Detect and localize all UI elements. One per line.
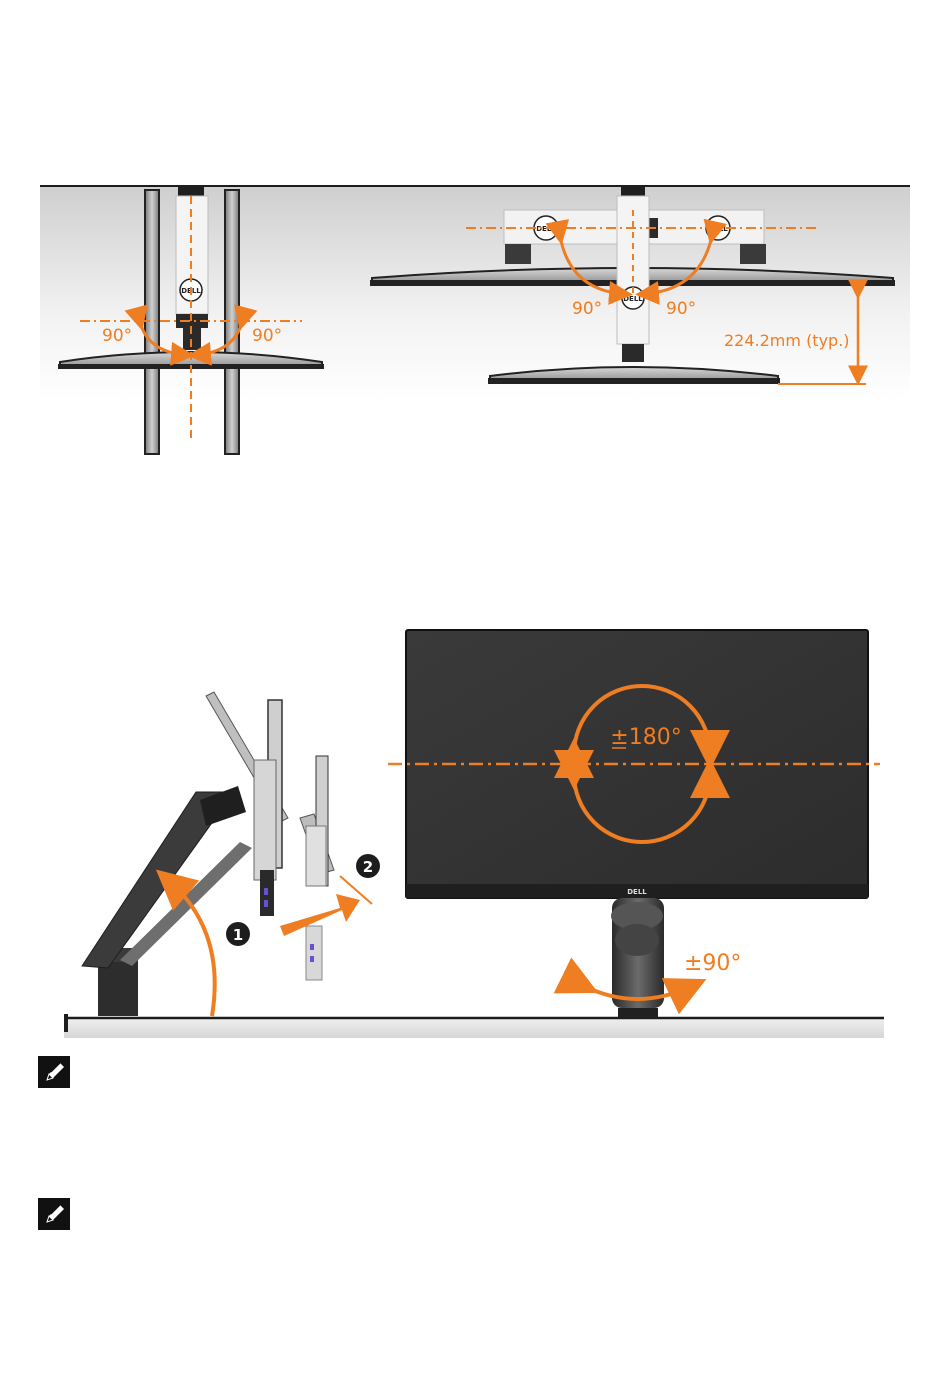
- dell-logo-text-column: DELL: [623, 295, 643, 303]
- dell-logo-front: DELL: [627, 888, 647, 896]
- swivel-top-view-figure: DELL 90° 90° DELL DELL DELL: [0, 0, 950, 470]
- desk-surface: [64, 1018, 884, 1038]
- tilt-pivot-side-view: 1 2: [82, 692, 380, 1016]
- left-swivel-angle-right: 90°: [252, 326, 282, 346]
- tilt-step-1-label: 1: [233, 926, 243, 944]
- left-swivel-angle-left: 90°: [102, 326, 132, 346]
- height-adjust-label: 224.2mm (typ.): [724, 331, 850, 350]
- right-swivel-angle-right: 90°: [666, 299, 696, 319]
- swivel-angle-label: ±90°: [684, 951, 741, 976]
- pivot-swivel-front-view: DELL ±180° ±90°: [388, 630, 880, 1018]
- rotation-figure: 1 2 DELL ±180° ±90°: [0, 600, 950, 1050]
- tilt-step-2-label: 2: [363, 858, 373, 876]
- pivot-angle-label: ±180°: [610, 725, 681, 750]
- note-pencil-icon: [38, 1056, 70, 1088]
- right-swivel-angle-left: 90°: [572, 299, 602, 319]
- note-pencil-icon: [38, 1198, 70, 1230]
